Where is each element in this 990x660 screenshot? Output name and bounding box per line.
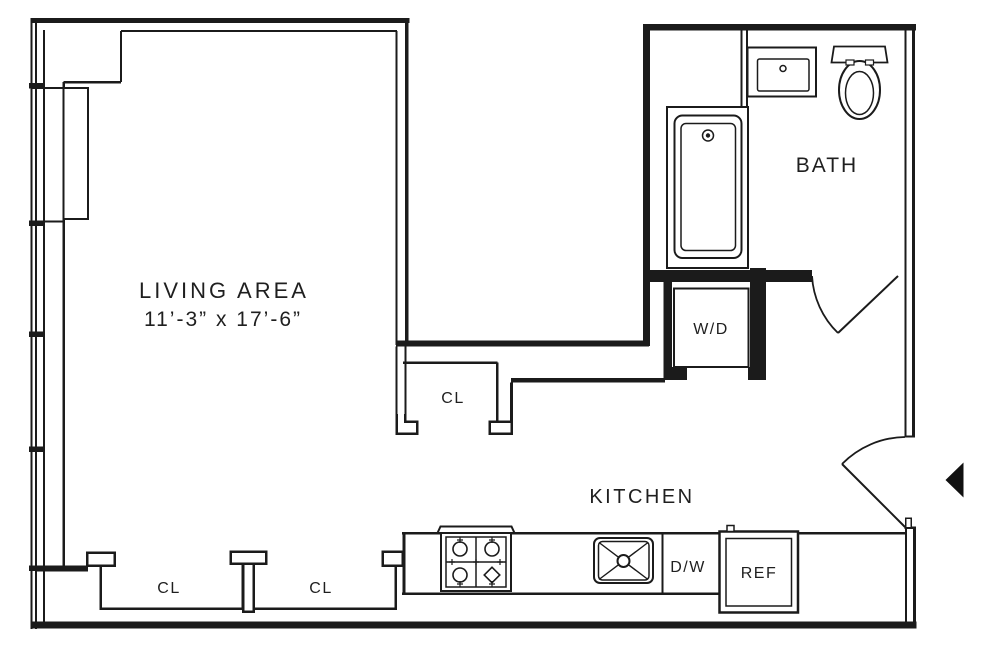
- window-mullion-5: [29, 565, 45, 571]
- stove-icon: [435, 525, 517, 592]
- closet-wall-stub: [36, 565, 88, 572]
- tub-inner: [680, 122, 737, 252]
- closet-divider-cap: [229, 550, 268, 565]
- ref-hinge: [726, 524, 735, 533]
- entry-door-leaf: [841, 463, 906, 528]
- wall-lines: [30, 18, 916, 629]
- bottom-wall: [31, 621, 917, 629]
- window-mullion-1: [29, 83, 45, 89]
- vanity-basin: [756, 58, 810, 92]
- top-wall-living: [31, 18, 410, 23]
- bath-south-wall: [648, 270, 812, 282]
- closet-pilaster-left: [85, 551, 116, 567]
- toilet-tank: [830, 45, 889, 64]
- kitchen-sink-icon: [593, 537, 654, 584]
- entry-arrow-icon: [945, 462, 964, 498]
- burner-4: [483, 566, 501, 584]
- toilet-hinge-left: [845, 59, 855, 66]
- room-labels: LIVING AREA 11’-3” x 17’-6” BATH KITCHEN…: [139, 154, 858, 597]
- wd-label: W/D: [693, 321, 729, 338]
- closet-right-outline: [252, 563, 397, 610]
- window-mullion-2: [29, 220, 45, 226]
- entry-jamb-notch: [904, 517, 912, 529]
- wd-foot-left: [663, 367, 687, 380]
- closet-pilaster-right: [381, 550, 404, 567]
- sink-drain: [616, 554, 631, 568]
- closet-hall-label: CL: [441, 390, 464, 407]
- hall-north-wall: [396, 340, 649, 347]
- toilet-icon: [830, 45, 889, 120]
- tub-faucet-inner: [705, 133, 711, 138]
- bath-west-wall: [643, 24, 650, 346]
- hall-nook-wall: [511, 378, 665, 383]
- wd-interior: [673, 287, 750, 368]
- hall-closet-foot-left: [395, 414, 419, 435]
- bath-top-wall: [643, 24, 916, 31]
- toilet-hinge-right: [864, 59, 875, 66]
- living-area-label: LIVING AREA: [139, 278, 309, 303]
- bath-label: BATH: [796, 154, 858, 177]
- vanity-drain: [779, 64, 787, 73]
- radiator-enclosure: [62, 87, 89, 220]
- bath-door: [811, 275, 899, 334]
- toilet-bowl-inner: [844, 70, 875, 116]
- window-mullion-4: [29, 446, 45, 452]
- closet-right-label: CL: [309, 580, 332, 597]
- living-area-dimensions: 11’-3” x 17’-6”: [144, 308, 302, 331]
- bathroom-sink-icon: [746, 46, 817, 98]
- ref-inner: [725, 537, 793, 607]
- bath-door-arc: [811, 275, 839, 334]
- closet-left-label: CL: [157, 580, 180, 597]
- wd-left-wall: [663, 282, 672, 380]
- hall-closet-foot-right: [488, 420, 513, 435]
- dishwasher-label: D/W: [670, 559, 706, 576]
- refrigerator-icon: [718, 524, 800, 614]
- refrigerator-label: REF: [741, 565, 778, 582]
- grate-ticks: [449, 537, 503, 587]
- bathtub-icon: [666, 106, 749, 269]
- window-mullion-3: [29, 331, 45, 337]
- kitchen-label: KITCHEN: [589, 486, 694, 508]
- wd-right-wall: [750, 268, 766, 380]
- closet-divider-stem: [241, 562, 255, 613]
- wd-foot-right: [748, 367, 766, 380]
- exterior-walls: [29, 18, 917, 629]
- bath-door-leaf: [837, 275, 899, 334]
- entry-door: [841, 436, 964, 528]
- entry-door-arc: [841, 436, 906, 465]
